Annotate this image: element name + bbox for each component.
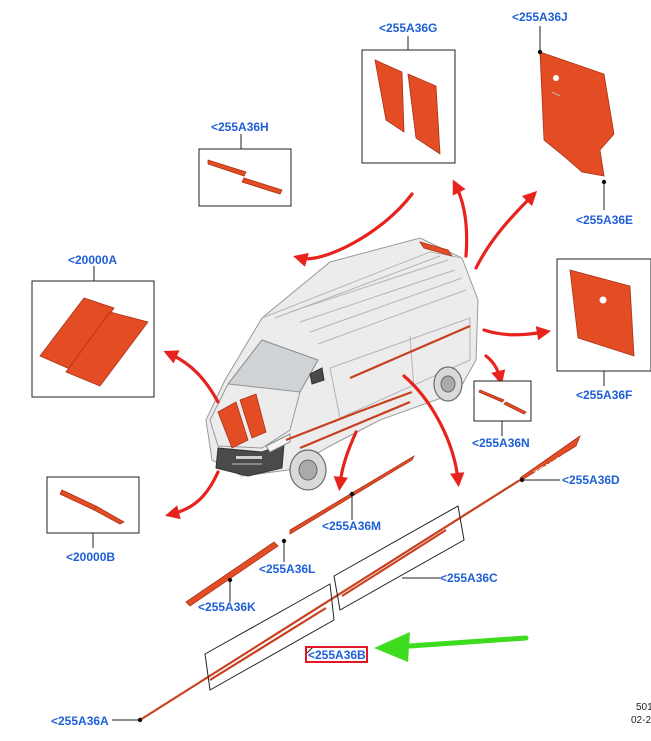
- side-stripes: TRANSIT: [139, 434, 581, 721]
- label-255a36l[interactable]: <255A36L: [259, 562, 315, 576]
- red-arrows: [163, 179, 552, 520]
- part-box-255a36f[interactable]: [556, 258, 651, 386]
- label-255a36h[interactable]: <255A36H: [211, 120, 269, 134]
- van-illustration: [205, 237, 479, 491]
- leader-lines: [112, 477, 560, 723]
- label-255a36a[interactable]: <255A36A: [51, 714, 109, 728]
- label-255a36g[interactable]: <255A36G: [379, 21, 437, 35]
- part-box-255a36h[interactable]: [198, 134, 292, 207]
- part-box-20000a[interactable]: [31, 266, 155, 398]
- label-255a36f[interactable]: <255A36F: [576, 388, 632, 402]
- corner-code-line1: 501: [636, 702, 651, 713]
- label-255a36d[interactable]: <255A36D: [562, 473, 620, 487]
- label-255a36e[interactable]: <255A36E: [576, 213, 633, 227]
- part-box-255a36n[interactable]: [473, 380, 532, 436]
- highlight-255a36b: [305, 646, 368, 663]
- label-20000a[interactable]: <20000A: [68, 253, 117, 267]
- label-20000b[interactable]: <20000B: [66, 550, 115, 564]
- label-255a36n[interactable]: <255A36N: [472, 436, 530, 450]
- part-panel-255a36j-e[interactable]: [537, 26, 615, 210]
- part-box-20000b[interactable]: [46, 476, 140, 548]
- part-box-255a36g[interactable]: [361, 36, 456, 164]
- label-255a36j[interactable]: <255A36J: [512, 10, 568, 24]
- label-255a36b[interactable]: <255A36B: [308, 648, 366, 662]
- label-255a36k[interactable]: <255A36K: [198, 600, 256, 614]
- label-255a36c[interactable]: <255A36C: [440, 571, 498, 585]
- green-pointer-arrow: [374, 632, 529, 662]
- label-255a36m[interactable]: <255A36M: [322, 519, 381, 533]
- corner-code-line2: 02-2: [631, 715, 651, 726]
